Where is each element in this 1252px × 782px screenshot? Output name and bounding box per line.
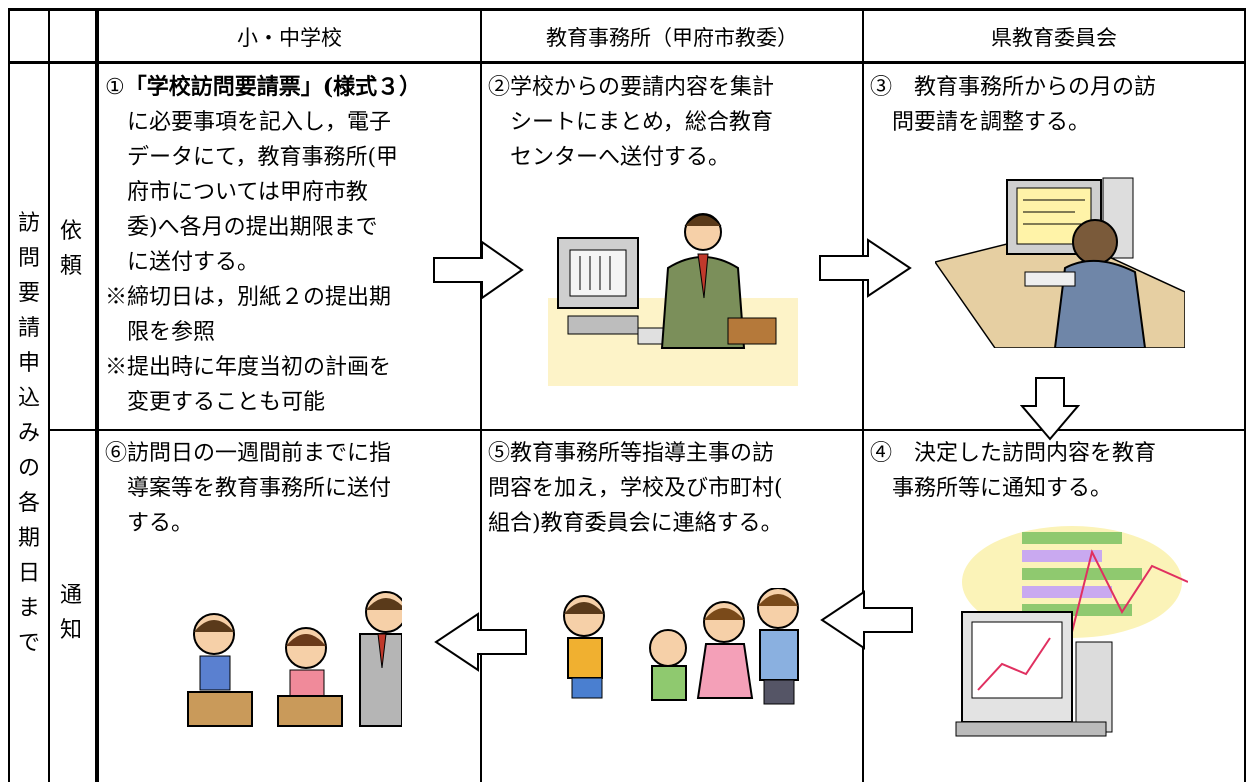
arrow-left-2-icon bbox=[434, 612, 527, 672]
arrow-right-2-icon bbox=[819, 238, 912, 298]
step4-text: ④ 決定した訪問内容を教育 事務所等に通知する。 bbox=[870, 441, 1157, 501]
children-walking-illustration bbox=[563, 588, 799, 705]
side-label-period: 訪 問 要 請 申 込 み の 各 期 日 ま で bbox=[17, 211, 40, 656]
grid-col-divider-4 bbox=[862, 8, 864, 782]
side-label-request: 依 頼 bbox=[59, 219, 82, 279]
grid-left-border bbox=[8, 8, 10, 782]
classroom-illustration bbox=[187, 591, 402, 727]
header-prefectural-board: 県教育委員会 bbox=[991, 26, 1117, 50]
grid-top-border bbox=[8, 8, 1246, 11]
grid-col-divider-1 bbox=[48, 8, 50, 782]
header-education-office: 教育事務所（甲府市教委） bbox=[546, 26, 798, 50]
office-worker-illustration bbox=[548, 213, 798, 386]
grid-col-divider-3 bbox=[480, 8, 482, 782]
grid-right-border bbox=[1244, 8, 1246, 782]
grid-header-bottom-border bbox=[8, 61, 1246, 64]
grid-col-divider-2 bbox=[95, 8, 99, 782]
arrow-right-1-icon bbox=[433, 240, 524, 300]
step2-text: ②学校からの要請内容を集計 シートにまとめ，総合教育 センターへ送付する。 bbox=[488, 75, 775, 170]
step5-text: ⑤教育事務所等指導主事の訪 問容を加え，学校及び市町村( 組合)教育委員会に連絡… bbox=[488, 441, 783, 536]
header-school: 小・中学校 bbox=[237, 26, 342, 50]
arrow-left-1-icon bbox=[820, 590, 913, 650]
step1-text: ①「学校訪問要請票」(様式３） に必要事項を記入し，電子 データにて，教育事務所… bbox=[105, 74, 422, 415]
chart-computer-illustration bbox=[955, 526, 1188, 737]
side-label-notify: 通 知 bbox=[59, 583, 82, 643]
staff-at-computer-illustration bbox=[935, 177, 1185, 348]
grid-row-divider bbox=[48, 429, 1246, 431]
step3-text: ③ 教育事務所からの月の訪 問要請を調整する。 bbox=[870, 75, 1157, 135]
step6-text: ⑥訪問日の一週間前までに指 導案等を教育事務所に送付 する。 bbox=[105, 441, 392, 536]
arrow-down-icon bbox=[1020, 377, 1080, 441]
